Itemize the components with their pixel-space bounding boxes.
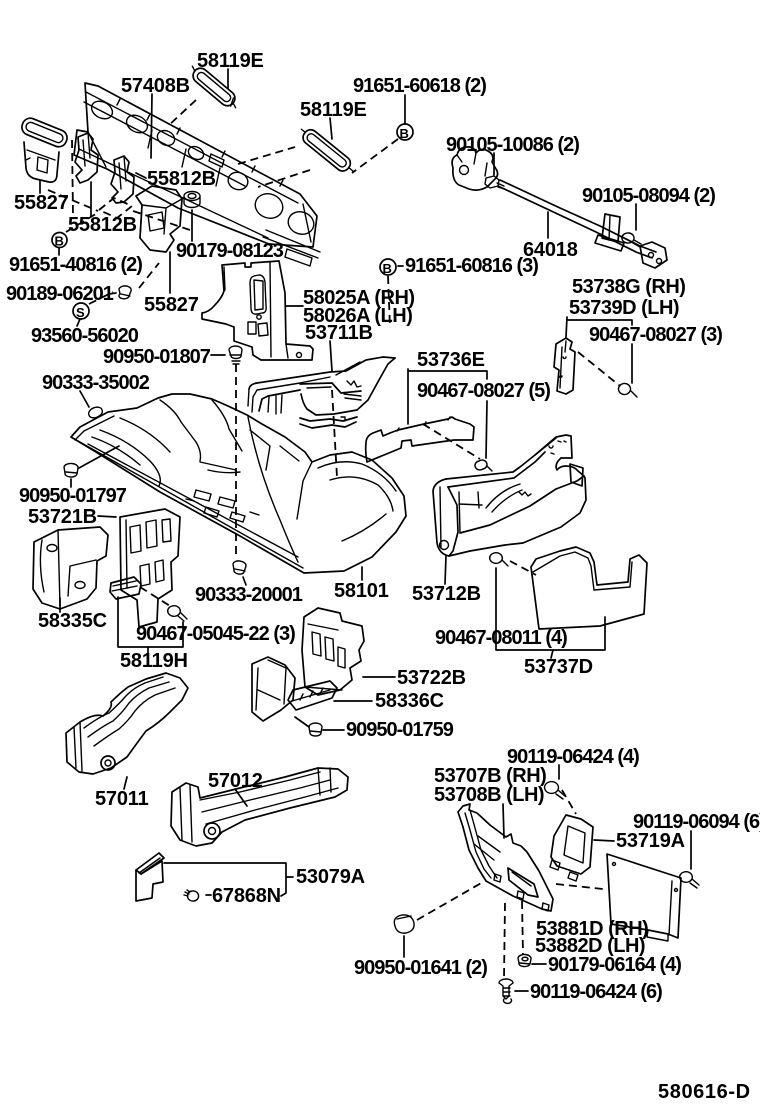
svg-text:58119E: 58119E (197, 50, 264, 72)
svg-text:90333-35002: 90333-35002 (42, 372, 150, 394)
svg-text:53707B (RH): 53707B (RH) (434, 765, 546, 787)
svg-text:90119-06094 (6): 90119-06094 (6) (633, 811, 760, 833)
svg-text:90105-08094 (2): 90105-08094 (2) (582, 185, 715, 207)
svg-text:53738G (RH): 53738G (RH) (572, 276, 685, 298)
svg-text:S: S (76, 305, 85, 320)
svg-text:53719A: 53719A (616, 830, 685, 852)
svg-text:53079A: 53079A (296, 866, 365, 888)
svg-text:53721B: 53721B (28, 506, 97, 528)
svg-text:58119E: 58119E (300, 99, 367, 121)
svg-text:53711B: 53711B (305, 322, 373, 344)
svg-text:53722B: 53722B (397, 667, 466, 689)
svg-text:90333-20001: 90333-20001 (195, 584, 303, 606)
svg-text:B: B (400, 126, 409, 141)
svg-text:580616-D: 580616-D (658, 1081, 751, 1103)
svg-text:57408B: 57408B (121, 75, 190, 97)
svg-text:53737D: 53737D (524, 656, 593, 678)
svg-text:B: B (383, 261, 392, 276)
svg-text:90950-01807: 90950-01807 (103, 346, 211, 368)
svg-text:90467-05045-22 (3): 90467-05045-22 (3) (136, 623, 295, 645)
svg-text:90467-08027 (3): 90467-08027 (3) (589, 324, 722, 346)
svg-text:55827: 55827 (14, 192, 69, 214)
svg-text:53712B: 53712B (412, 583, 481, 605)
svg-text:90467-08027 (5): 90467-08027 (5) (417, 380, 550, 402)
svg-text:91651-60618 (2): 91651-60618 (2) (353, 75, 486, 97)
svg-text:90950-01797: 90950-01797 (19, 485, 127, 507)
svg-text:53736E: 53736E (417, 349, 485, 371)
svg-text:64018: 64018 (523, 239, 578, 261)
svg-text:93560-56020: 93560-56020 (31, 325, 139, 347)
svg-text:53882D (LH): 53882D (LH) (535, 935, 645, 957)
svg-text:55812B: 55812B (68, 214, 137, 236)
svg-text:53739D (LH): 53739D (LH) (569, 297, 679, 319)
svg-text:53881D (RH): 53881D (RH) (536, 918, 648, 940)
svg-text:67868N: 67868N (212, 885, 281, 907)
svg-text:58335C: 58335C (38, 610, 107, 632)
svg-text:90950-01759: 90950-01759 (346, 719, 454, 741)
svg-text:91651-60816 (3): 91651-60816 (3) (405, 255, 538, 277)
svg-text:90179-06164 (4): 90179-06164 (4) (548, 954, 681, 976)
svg-text:55827: 55827 (144, 294, 199, 316)
svg-text:57011: 57011 (95, 788, 149, 810)
svg-text:58026A (LH): 58026A (LH) (303, 305, 412, 327)
svg-text:90950-01641 (2): 90950-01641 (2) (354, 957, 487, 979)
svg-text:90105-10086 (2): 90105-10086 (2) (446, 134, 579, 156)
svg-text:90467-08011 (4): 90467-08011 (4) (435, 627, 567, 649)
svg-text:90119-06424 (4): 90119-06424 (4) (507, 746, 639, 768)
svg-text:58119H: 58119H (120, 650, 188, 672)
svg-text:53708B (LH): 53708B (LH) (434, 784, 544, 806)
svg-text:58336C: 58336C (375, 690, 444, 712)
svg-text:90189-06201: 90189-06201 (6, 283, 114, 305)
svg-text:90119-06424 (6): 90119-06424 (6) (530, 981, 662, 1003)
svg-text:B: B (55, 234, 64, 249)
svg-text:58101: 58101 (334, 580, 389, 602)
svg-text:90179-08123: 90179-08123 (176, 240, 284, 262)
svg-text:58025A (RH): 58025A (RH) (303, 287, 415, 309)
svg-text:91651-40816 (2): 91651-40816 (2) (9, 254, 142, 276)
svg-text:55812B: 55812B (147, 168, 216, 190)
